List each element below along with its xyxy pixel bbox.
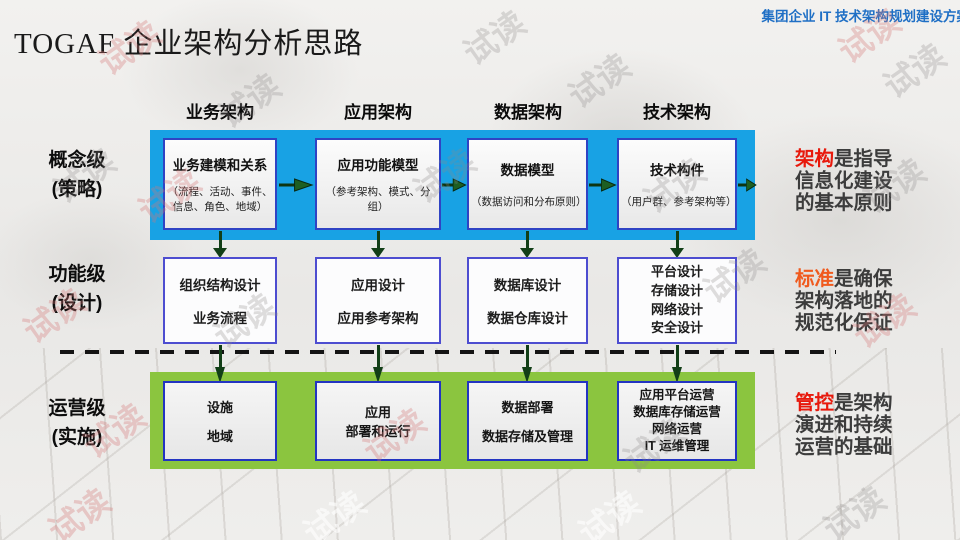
box-line: 安全设计	[650, 320, 703, 336]
row-label-function: 功能级 (设计)	[18, 261, 136, 318]
annotation-governance: 管控是架构演进和持续运营的基础	[795, 392, 895, 458]
box-title: 数据模型	[500, 162, 555, 178]
arrow-right-icon	[442, 177, 467, 193]
box-line: 网络运营	[651, 422, 702, 436]
box-line: 应用平台运营	[639, 388, 715, 403]
box-line: 应用	[364, 405, 391, 420]
arrow-down-icon	[371, 345, 385, 383]
document-corner-title: 集团企业 IT 技术架构规划建设方案	[761, 9, 960, 24]
box-line: IT 运维管理	[644, 438, 710, 453]
annotation-keyword: 管控	[795, 392, 835, 414]
box-application-deployment: 应用 部署和运行	[315, 381, 441, 461]
row-label-operation: 运营级 (实施)	[18, 395, 136, 452]
watermark: 试读	[876, 36, 953, 106]
box-data-deployment: 数据部署 数据存储及管理	[467, 381, 588, 461]
box-line: 设施	[206, 399, 233, 415]
box-data-model: 数据模型 （数据访问和分布原则）	[467, 138, 588, 230]
row-label-concept-sub: (策略)	[51, 178, 103, 200]
arrow-down-icon	[520, 345, 534, 383]
box-title: 技术构件	[650, 162, 704, 178]
box-line: 数据部署	[501, 399, 554, 415]
box-platform-design: 平台设计 存储设计 网络设计 安全设计	[617, 257, 737, 344]
annotation-standard: 标准是确保架构落地的规范化保证	[795, 268, 895, 334]
arrow-right-icon	[279, 177, 314, 193]
arrow-down-icon	[213, 231, 227, 258]
box-application-function-model: 应用功能模型 （参考架构、模式、分组）	[315, 138, 441, 230]
annotation-keyword: 标准	[795, 268, 835, 290]
watermark: 试读	[41, 481, 118, 540]
box-title: 应用功能模型	[337, 158, 419, 174]
box-application-design: 应用设计 应用参考架构	[315, 257, 441, 344]
box-line: 存储设计	[650, 282, 703, 298]
box-facility-region: 设施 地域	[163, 381, 277, 461]
box-line: 数据库存储运营	[633, 405, 721, 420]
arrow-down-icon	[520, 231, 534, 258]
column-header-application: 应用架构	[344, 103, 412, 122]
box-title: 业务建模和关系	[172, 158, 268, 174]
watermark: 试读	[296, 483, 373, 540]
dashed-divider-line	[60, 350, 836, 354]
row-label-operation-name: 运营级	[48, 398, 106, 419]
watermark: 试读	[456, 3, 533, 73]
arrow-right-icon	[738, 177, 757, 193]
row-label-concept-name: 概念级	[48, 150, 106, 171]
box-line: 数据库设计	[493, 278, 562, 294]
box-line: 部署和运行	[345, 424, 411, 439]
box-subtitle: （流程、活动、事件、信息、角色、地域）	[167, 186, 273, 213]
arrow-right-icon	[589, 177, 617, 193]
row-label-function-sub: (设计)	[51, 292, 103, 314]
box-line: 应用参考架构	[337, 310, 419, 326]
box-line: 应用设计	[351, 278, 405, 294]
box-subtitle: （参考架构、模式、分组）	[325, 186, 431, 213]
box-organization-design: 组织结构设计 业务流程	[163, 257, 277, 344]
row-label-operation-sub: (实施)	[51, 426, 103, 448]
column-header-data: 数据架构	[494, 103, 562, 122]
box-line: 数据存储及管理	[481, 429, 573, 445]
slide-title: TOGAF 企业架构分析思路	[14, 28, 364, 60]
box-business-modeling: 业务建模和关系 （流程、活动、事件、信息、角色、地域）	[163, 138, 277, 230]
box-technology-components: 技术构件 （用户群、参考架构等）	[617, 138, 737, 230]
box-line: 平台设计	[650, 263, 703, 279]
watermark: 试读	[816, 479, 893, 540]
arrow-down-icon	[670, 231, 684, 258]
row-label-concept: 概念级 (策略)	[18, 147, 136, 204]
arrow-down-icon	[371, 231, 385, 258]
box-line: 组织结构设计	[179, 278, 261, 294]
box-subtitle: （数据访问和分布原则）	[471, 195, 587, 208]
box-line: 地域	[206, 429, 233, 445]
box-line: 数据仓库设计	[487, 310, 568, 326]
box-subtitle: （用户群、参考架构等）	[621, 195, 737, 208]
row-label-function-name: 功能级	[48, 264, 106, 285]
annotation-architecture: 架构是指导信息化建设的基本原则	[795, 148, 895, 214]
box-platform-operations: 应用平台运营 数据库存储运营 网络运营 IT 运维管理	[617, 381, 737, 461]
box-line: 网络设计	[650, 301, 703, 317]
watermark: 试读	[571, 483, 648, 540]
column-header-technology: 技术架构	[643, 103, 711, 122]
column-header-business: 业务架构	[186, 103, 254, 122]
arrow-down-icon	[670, 345, 684, 383]
box-line: 业务流程	[193, 310, 247, 326]
box-database-design: 数据库设计 数据仓库设计	[467, 257, 588, 344]
arrow-down-icon	[213, 345, 227, 383]
annotation-keyword: 架构	[795, 148, 835, 170]
